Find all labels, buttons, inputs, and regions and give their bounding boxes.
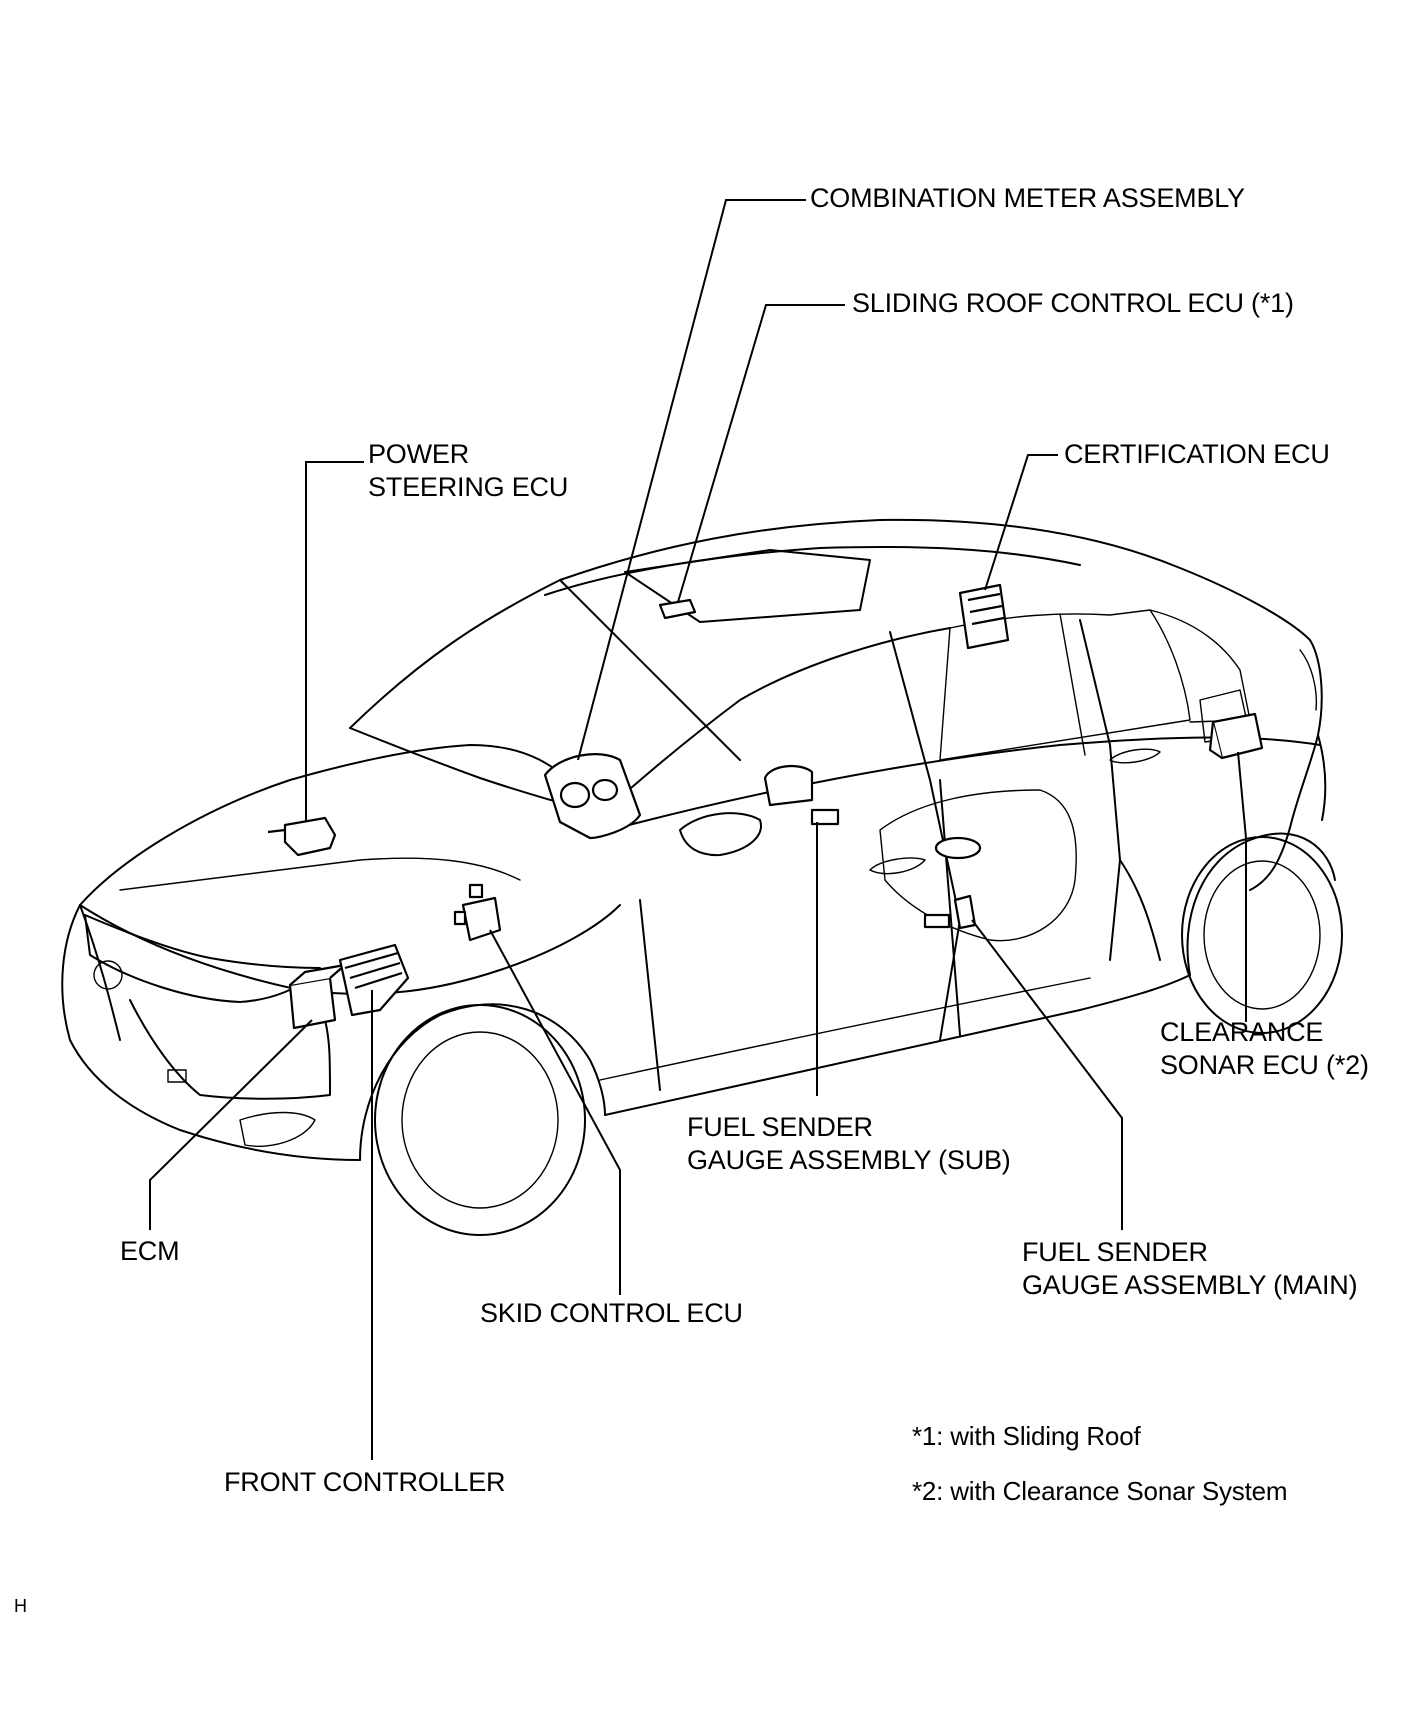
label-power-steering-ecu-line1: POWER [368, 439, 470, 469]
footnote-2: *2: with Clearance Sonar System [912, 1476, 1288, 1506]
label-skid-control-ecu: SKID CONTROL ECU [480, 1298, 743, 1328]
clearance-sonar-ecu-part [1208, 712, 1264, 760]
sliding-roof-ecu-part [658, 598, 697, 620]
label-power-steering-ecu-line2: STEERING ECU [368, 472, 569, 502]
skid-control-ecu-part [453, 883, 502, 942]
label-certification-ecu: CERTIFICATION ECU [1064, 439, 1330, 469]
leader-sliding-roof-ecu [677, 304, 845, 603]
leader-certification-ecu [984, 454, 1058, 591]
label-fuel-sender-main-line1: FUEL SENDER [1022, 1237, 1208, 1267]
combination-meter-part [543, 753, 642, 840]
label-fuel-sender-main-line2: GAUGE ASSEMBLY (MAIN) [1022, 1270, 1358, 1300]
footnote-1: *1: with Sliding Roof [912, 1421, 1141, 1451]
label-front-controller: FRONT CONTROLLER [224, 1467, 506, 1497]
label-clearance-sonar-ecu-line1: CLEARANCE [1160, 1017, 1324, 1047]
label-fuel-sender-sub-line1: FUEL SENDER [687, 1112, 873, 1142]
certification-ecu-part [958, 583, 1010, 650]
label-sliding-roof-ecu: SLIDING ROOF CONTROL ECU (*1) [852, 288, 1294, 318]
label-combination-meter: COMBINATION METER ASSEMBLY [810, 183, 1245, 213]
fuel-sender-sub-part [763, 764, 840, 826]
label-ecm: ECM [120, 1236, 180, 1266]
leader-lines [149, 199, 1247, 1460]
leader-power-steering-ecu [305, 461, 364, 822]
front-controller-part [338, 943, 410, 1017]
leader-combination-meter [577, 199, 806, 761]
ecm-part [288, 963, 347, 1030]
fuel-sender-main-part [923, 836, 982, 930]
leader-ecm [149, 1019, 313, 1230]
label-clearance-sonar-ecu-line2: SONAR ECU (*2) [1160, 1050, 1369, 1080]
figure-code: H [14, 1596, 27, 1616]
leader-fuel-sender-main [971, 919, 1123, 1230]
power-steering-ecu-part [267, 816, 337, 857]
leader-clearance-sonar-ecu [1237, 751, 1247, 1022]
leader-skid-control-ecu [489, 929, 621, 1295]
label-fuel-sender-sub-line2: GAUGE ASSEMBLY (SUB) [687, 1145, 1011, 1175]
